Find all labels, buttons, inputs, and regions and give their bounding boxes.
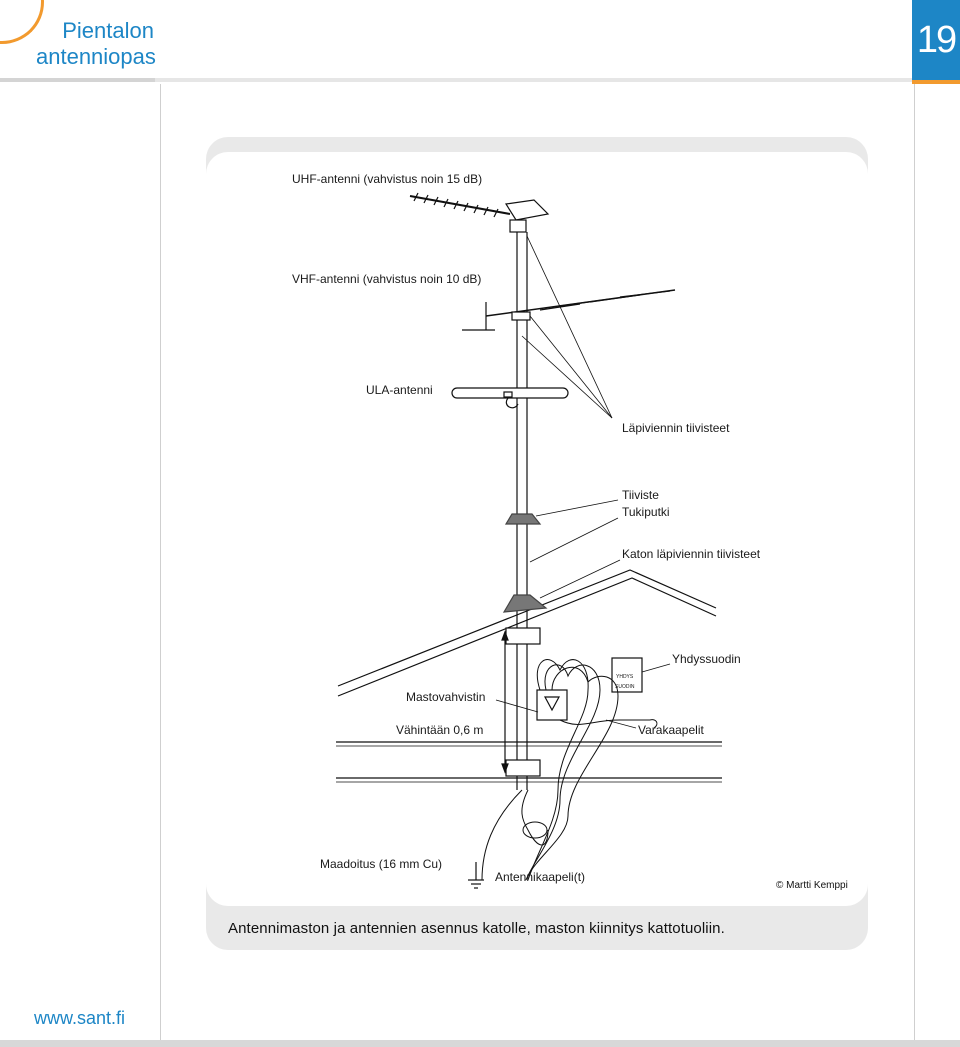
mast-seal: [504, 513, 542, 525]
ground-symbol: [468, 862, 484, 889]
header-title-line2: antenniopas: [36, 44, 156, 69]
figure-caption: Antennimaston ja antennien asennus katol…: [228, 920, 725, 937]
label-uhf-antenna: UHF-antenni (vahvistus noin 15 dB): [292, 172, 482, 186]
roof: [336, 569, 722, 783]
antenna-cables: [481, 659, 658, 881]
footer-url-link[interactable]: www.sant.fi: [34, 1008, 126, 1028]
filter-text-suodin: SUODIN: [615, 684, 635, 690]
footer-rule: [0, 1040, 960, 1047]
label-vahintaan: Vähintään 0,6 m: [396, 723, 483, 737]
label-tiiviste: Tiiviste: [622, 488, 659, 502]
header-rule: [0, 78, 930, 82]
label-tukiputki: Tukiputki: [622, 505, 670, 519]
mast-amplifier: [536, 689, 568, 721]
header-rule-left: [0, 78, 155, 82]
label-antennikaapeli: Antennikaapeli(t): [495, 870, 585, 884]
label-vhf-antenna: VHF-antenni (vahvistus noin 10 dB): [292, 272, 481, 286]
page-number-accent: [912, 80, 960, 84]
label-mastovahvistin: Mastovahvistin: [406, 690, 485, 704]
leader-lines: [495, 235, 671, 729]
page-number: 19: [912, 0, 960, 80]
label-katon-lapiviennin: Katon läpiviennin tiivisteet: [622, 547, 761, 561]
margin-line-left: [160, 84, 161, 1047]
mast-clamp-top: [505, 627, 541, 645]
label-ula-antenna: ULA-antenni: [366, 383, 433, 397]
mast-clamp-bottom: [505, 759, 541, 777]
filter-text-yhdys: YHDYS: [616, 674, 634, 680]
label-yhdyssuodin: Yhdyssuodin: [672, 652, 741, 666]
header-title-line1: Pientalon: [62, 18, 154, 43]
mast-pipe: [516, 232, 528, 790]
distance-arrow: [501, 630, 509, 774]
roof-seal: [502, 594, 548, 613]
page-header-title: Pientalon antenniopas: [36, 18, 156, 70]
label-varakaapelit: Varakaapelit: [638, 723, 704, 737]
figure-credit: © Martti Kemppi: [776, 880, 848, 891]
label-maadoitus: Maadoitus (16 mm Cu): [320, 857, 442, 871]
ula-antenna: [451, 387, 569, 409]
margin-line-right: [914, 84, 915, 1047]
label-lapiviennin-tiivisteet: Läpiviennin tiivisteet: [622, 421, 730, 435]
uhf-antenna: [409, 192, 550, 233]
figure-canvas: [206, 152, 868, 906]
